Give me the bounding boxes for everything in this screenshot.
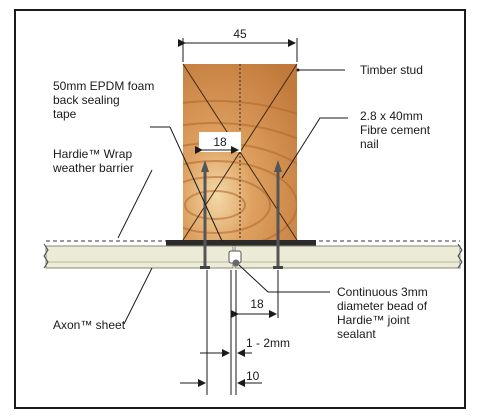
sealant-label: Continuous 3mm diameter bead of Hardie™ … (337, 285, 431, 341)
timber-stud-label: Timber stud (360, 63, 423, 77)
timber-stud-callout (296, 68, 345, 72)
bottom-dims (180, 270, 279, 395)
axon-label: Axon™ sheet (53, 318, 126, 332)
dim-inner-18-label: 18 (213, 135, 227, 149)
wrap-label: Hardie™ Wrap weather barrier (52, 147, 135, 175)
foam-tape-callout (150, 126, 223, 242)
dim-outer-18-label: 18 (250, 297, 264, 311)
nails (200, 160, 283, 269)
dim-gap-label: 1 - 2mm (246, 336, 290, 350)
axon-sheets (43, 243, 463, 269)
foam-tape (166, 240, 316, 246)
dim-10-label: 10 (246, 369, 260, 383)
wrap-callout (117, 169, 153, 239)
dim-45-label: 45 (233, 27, 247, 41)
axon-callout (123, 267, 153, 325)
dim-45 (178, 38, 298, 62)
foam-tape-label: 50mm EPDM foam back sealing tape (53, 79, 158, 121)
dim-inner-18 (195, 132, 241, 154)
nail-label: 2.8 x 40mm Fibre cement nail (360, 109, 433, 151)
nail-callout (281, 117, 348, 179)
sealant-callout (238, 264, 330, 293)
